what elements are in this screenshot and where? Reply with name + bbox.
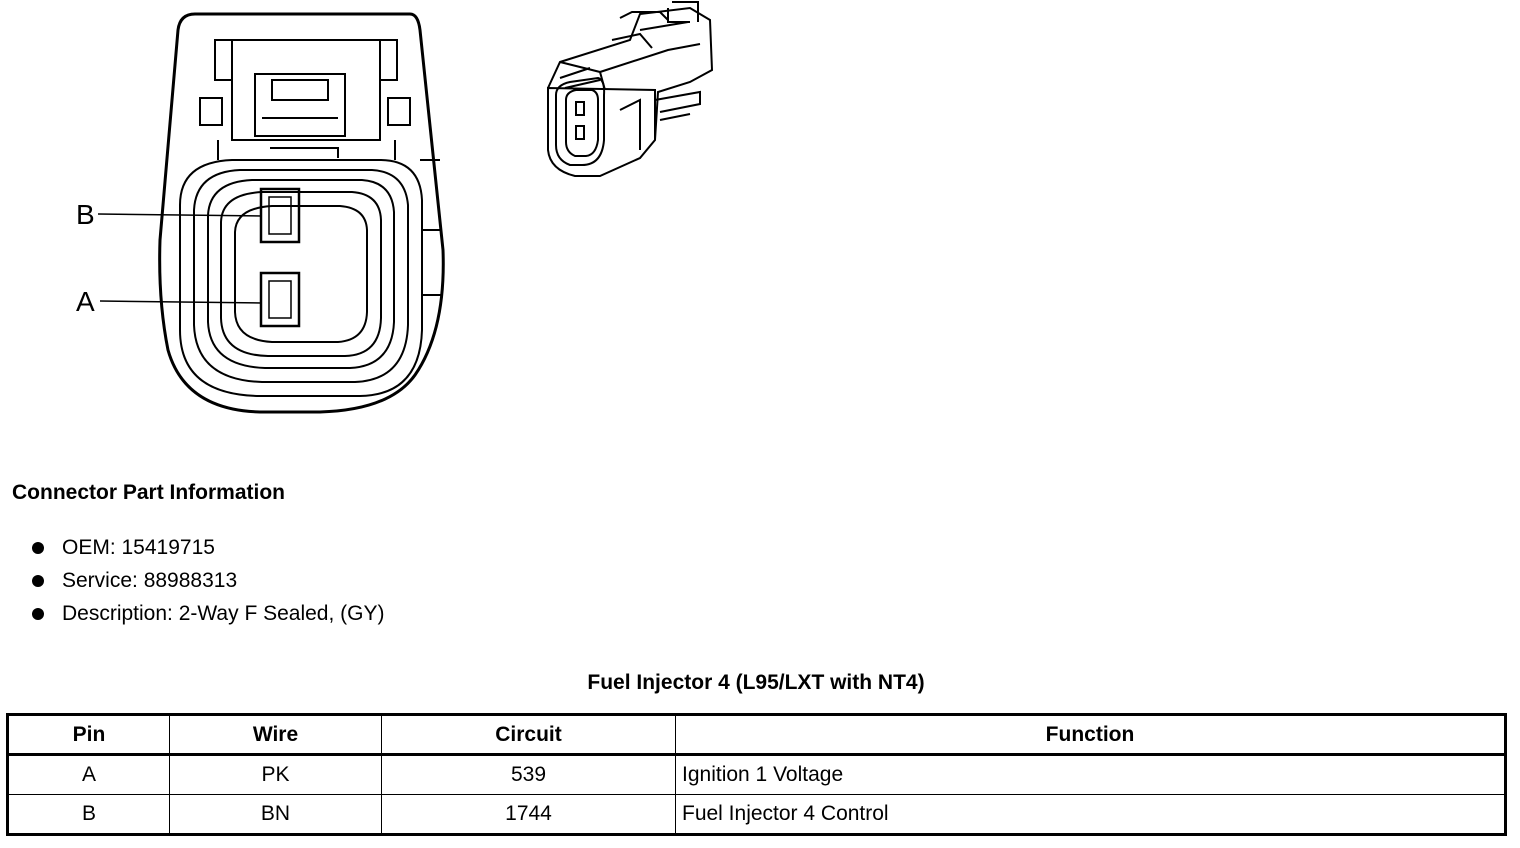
oem-number: OEM: 15419715 [62, 536, 215, 559]
pin-label-a: A [76, 286, 95, 317]
cell-function: Ignition 1 Voltage [675, 754, 1506, 795]
pinout-table: Pin Wire Circuit Function A PK 539 Ignit… [6, 713, 1507, 836]
connector-description: Description: 2-Way F Sealed, (GY) [62, 602, 385, 625]
cell-function: Fuel Injector 4 Control [675, 794, 1506, 835]
service-number: Service: 88988313 [62, 569, 238, 592]
connector-diagram [97, 1, 714, 414]
cell-circuit: 539 [381, 754, 676, 795]
bullet-icon [32, 608, 44, 620]
table-row: A PK 539 Ignition 1 Voltage [7, 754, 1506, 795]
cell-pin: B [7, 794, 170, 835]
table-row: B BN 1744 Fuel Injector 4 Control [7, 794, 1506, 835]
list-item: OEM: 15419715 [30, 534, 385, 567]
header-pin: Pin [7, 714, 170, 756]
header-function: Function [675, 714, 1506, 756]
bullet-icon [32, 575, 44, 587]
connector-isometric-view [547, 1, 714, 177]
bullet-icon [32, 542, 44, 554]
cell-pin: A [7, 754, 170, 795]
cell-circuit: 1744 [381, 794, 676, 835]
pin-label-b: B [76, 199, 95, 230]
table-header-row: Pin Wire Circuit Function [7, 714, 1506, 756]
cell-wire: BN [169, 794, 382, 835]
list-item: Description: 2-Way F Sealed, (GY) [30, 600, 385, 633]
connector-info-list: OEM: 15419715 Service: 88988313 Descript… [30, 534, 385, 633]
list-item: Service: 88988313 [30, 567, 385, 600]
connector-face-view [97, 12, 445, 414]
table-caption: Fuel Injector 4 (L95/LXT with NT4) [587, 671, 925, 694]
connector-info-heading: Connector Part Information [12, 481, 286, 504]
header-wire: Wire [169, 714, 382, 756]
header-circuit: Circuit [381, 714, 676, 756]
cell-wire: PK [169, 754, 382, 795]
